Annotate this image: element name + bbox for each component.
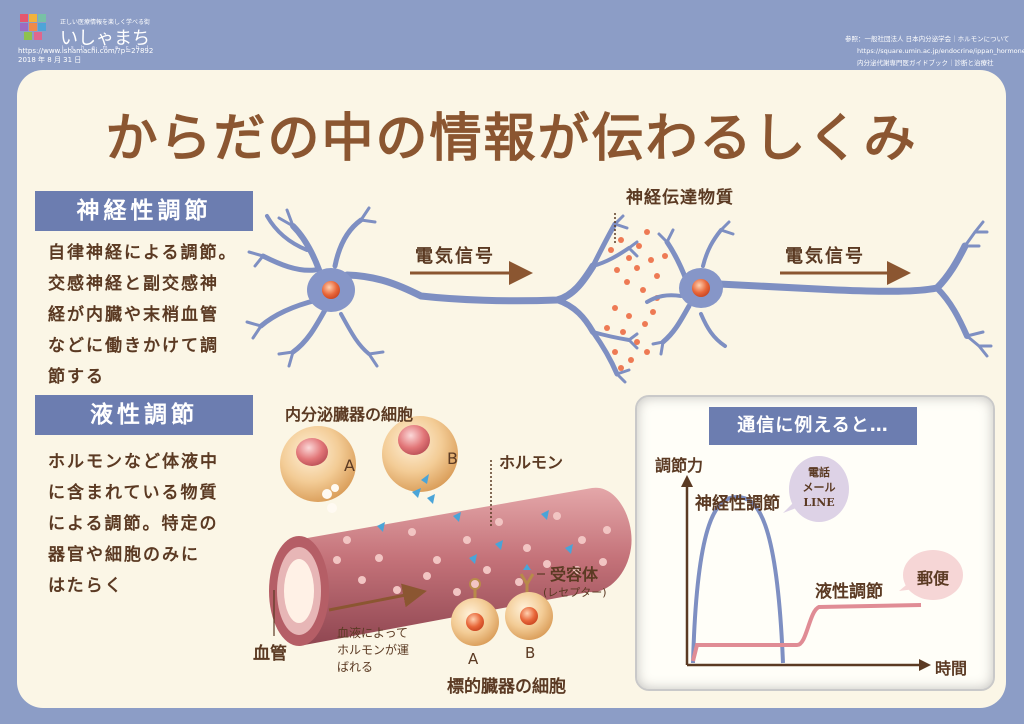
- humoral-bubble-tail: [899, 581, 915, 591]
- illustration: [245, 206, 993, 646]
- analogy-graph: [681, 456, 963, 671]
- neural-bubble-text: 電話 メール LINE: [797, 465, 841, 510]
- target-b-label: B: [525, 644, 536, 662]
- analogy-panel: 通信に例えると… 調節力 時間 神経性調節 液性調節 電話 メール LINE 郵…: [635, 395, 995, 691]
- neuron-left: [245, 206, 639, 384]
- blood-flow-arrow: [328, 583, 427, 612]
- reference-line-3: 内分泌代謝専門医ガイドブック｜診断と治療社: [857, 59, 994, 67]
- neuron-right-nucleus: [692, 279, 710, 297]
- vessel-label: 血管: [253, 644, 287, 664]
- blood-vessel: [269, 487, 632, 646]
- target-a-label: A: [468, 650, 479, 668]
- reference-line-2[interactable]: https://square.umin.ac.jp/endocrine/ippa…: [857, 47, 1024, 55]
- x-axis-label: 時間: [935, 659, 968, 678]
- neural-bubble-line-1: 電話: [808, 466, 830, 479]
- neural-bubble-tail: [783, 501, 799, 513]
- page-title: からだの中の情報が伝わるしくみ: [105, 108, 918, 169]
- humoral-badge: 液性調節: [35, 395, 253, 435]
- humoral-bubble: [903, 550, 963, 600]
- cell-a-label: A: [344, 456, 355, 475]
- hormone-label: ホルモン: [499, 453, 564, 472]
- neural-bubble-line-3: LINE: [803, 496, 835, 509]
- humoral-curve: [691, 603, 922, 662]
- neural-bubble: [789, 456, 849, 522]
- receptor-label: 受容体: [550, 565, 599, 584]
- humoral-description: ホルモンなど体液中 に含まれている物質 による調節。特定の 器官や細胞のみに は…: [48, 452, 219, 596]
- flow-note-line-2: ホルモンが運: [337, 643, 410, 657]
- source-url[interactable]: https://www.ishamachi.com/?p=27892: [18, 47, 154, 55]
- neural-bubble-line-2: メール: [802, 481, 836, 494]
- humoral-series-label: 液性調節: [815, 582, 883, 602]
- logo-sub: i s h a m a c h i: [62, 45, 152, 51]
- logo-name: いしゃまち: [60, 28, 150, 49]
- infographic-panel: からだの中の情報が伝わるしくみ 神経性調節 自律神経による調節。 交感神経と副交…: [17, 70, 1006, 708]
- signal-label-left: 電気信号: [415, 246, 495, 267]
- logo-mark-icon: [20, 14, 46, 40]
- target-cell-b: [505, 564, 553, 640]
- target-cell-a: [451, 578, 499, 646]
- neural-badge: 神経性調節: [35, 191, 253, 231]
- x-axis-arrow: [919, 659, 931, 671]
- flow-note-line-3: ばれる: [337, 660, 374, 674]
- neuron-left-nucleus: [322, 281, 340, 299]
- endocrine-cell-a: [280, 426, 356, 513]
- neurotransmitter-dots: [604, 229, 668, 371]
- logo-tagline: 正しい医療情報を楽しく学べる街: [60, 19, 151, 26]
- neuron-right: [645, 220, 993, 358]
- humoral-bubble-text: 郵便: [916, 569, 949, 588]
- publish-date: 2018 年 8 月 31 日: [18, 56, 82, 64]
- receptor-sub-label: (レセプター): [543, 586, 607, 599]
- endocrine-cell-b: [382, 416, 458, 504]
- neural-curve: [691, 494, 785, 664]
- source-info: https://www.ishamachi.com/?p=27892 2018 …: [18, 47, 153, 65]
- endocrine-cells-label: 内分泌臓器の細胞: [285, 405, 414, 424]
- flow-note: 血液によって ホルモンが運 ばれる: [337, 625, 409, 676]
- neural-series-label: 神経性調節: [695, 494, 780, 514]
- target-cells-label: 標的臓器の細胞: [447, 677, 566, 697]
- y-axis-arrow: [681, 475, 693, 487]
- analogy-title: 通信に例えると…: [709, 407, 917, 445]
- reference-line-1: 参照：一般社団法人 日本内分泌学会｜ホルモンについて: [845, 35, 1010, 43]
- y-axis-label: 調節力: [655, 456, 704, 475]
- cell-b-label: B: [447, 449, 458, 468]
- signal-label-right: 電気信号: [785, 246, 865, 267]
- flow-note-line-1: 血液によって: [337, 626, 409, 640]
- references: 参照：一般社団法人 日本内分泌学会｜ホルモンについて https://squar…: [845, 33, 1024, 69]
- neural-description: 自律神経による調節。 交感神経と副交感神 経が内臓や末梢血管 などに働きかけて調…: [48, 243, 238, 387]
- neurotransmitter-label: 神経伝達物質: [626, 188, 734, 208]
